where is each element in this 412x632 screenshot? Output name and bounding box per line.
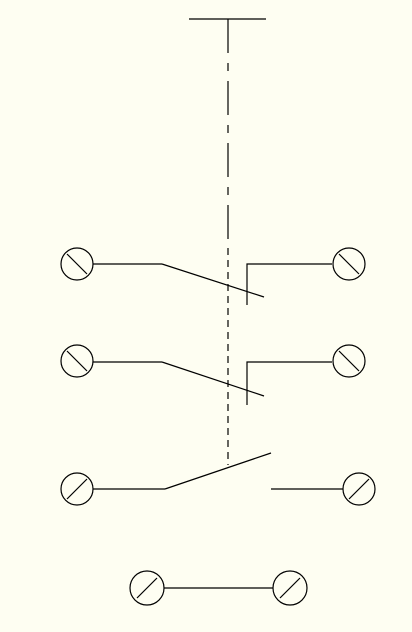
screw-terminal-icon: [332, 344, 366, 378]
contact-2-fixed-contact: [246, 361, 332, 405]
screw-terminal-icon: [129, 570, 165, 606]
nc-contact-1: [60, 247, 366, 305]
screw-terminal-icon: [342, 472, 376, 506]
bridged-terminals: [129, 570, 308, 606]
contact-1-blade: [161, 263, 265, 298]
screw-terminal-icon: [60, 472, 94, 506]
pushbutton-actuator: [189, 18, 266, 248]
screw-terminal-icon: [60, 247, 94, 281]
screw-terminal-icon: [272, 570, 308, 606]
screw-terminal-icon: [60, 344, 94, 378]
contact-3-blade: [164, 452, 272, 490]
no-contact-3: [60, 452, 376, 506]
contact-2-blade: [161, 361, 265, 397]
contact-1-fixed-contact: [246, 263, 332, 305]
screw-terminal-icon: [332, 247, 366, 281]
nc-contact-2: [60, 344, 366, 405]
